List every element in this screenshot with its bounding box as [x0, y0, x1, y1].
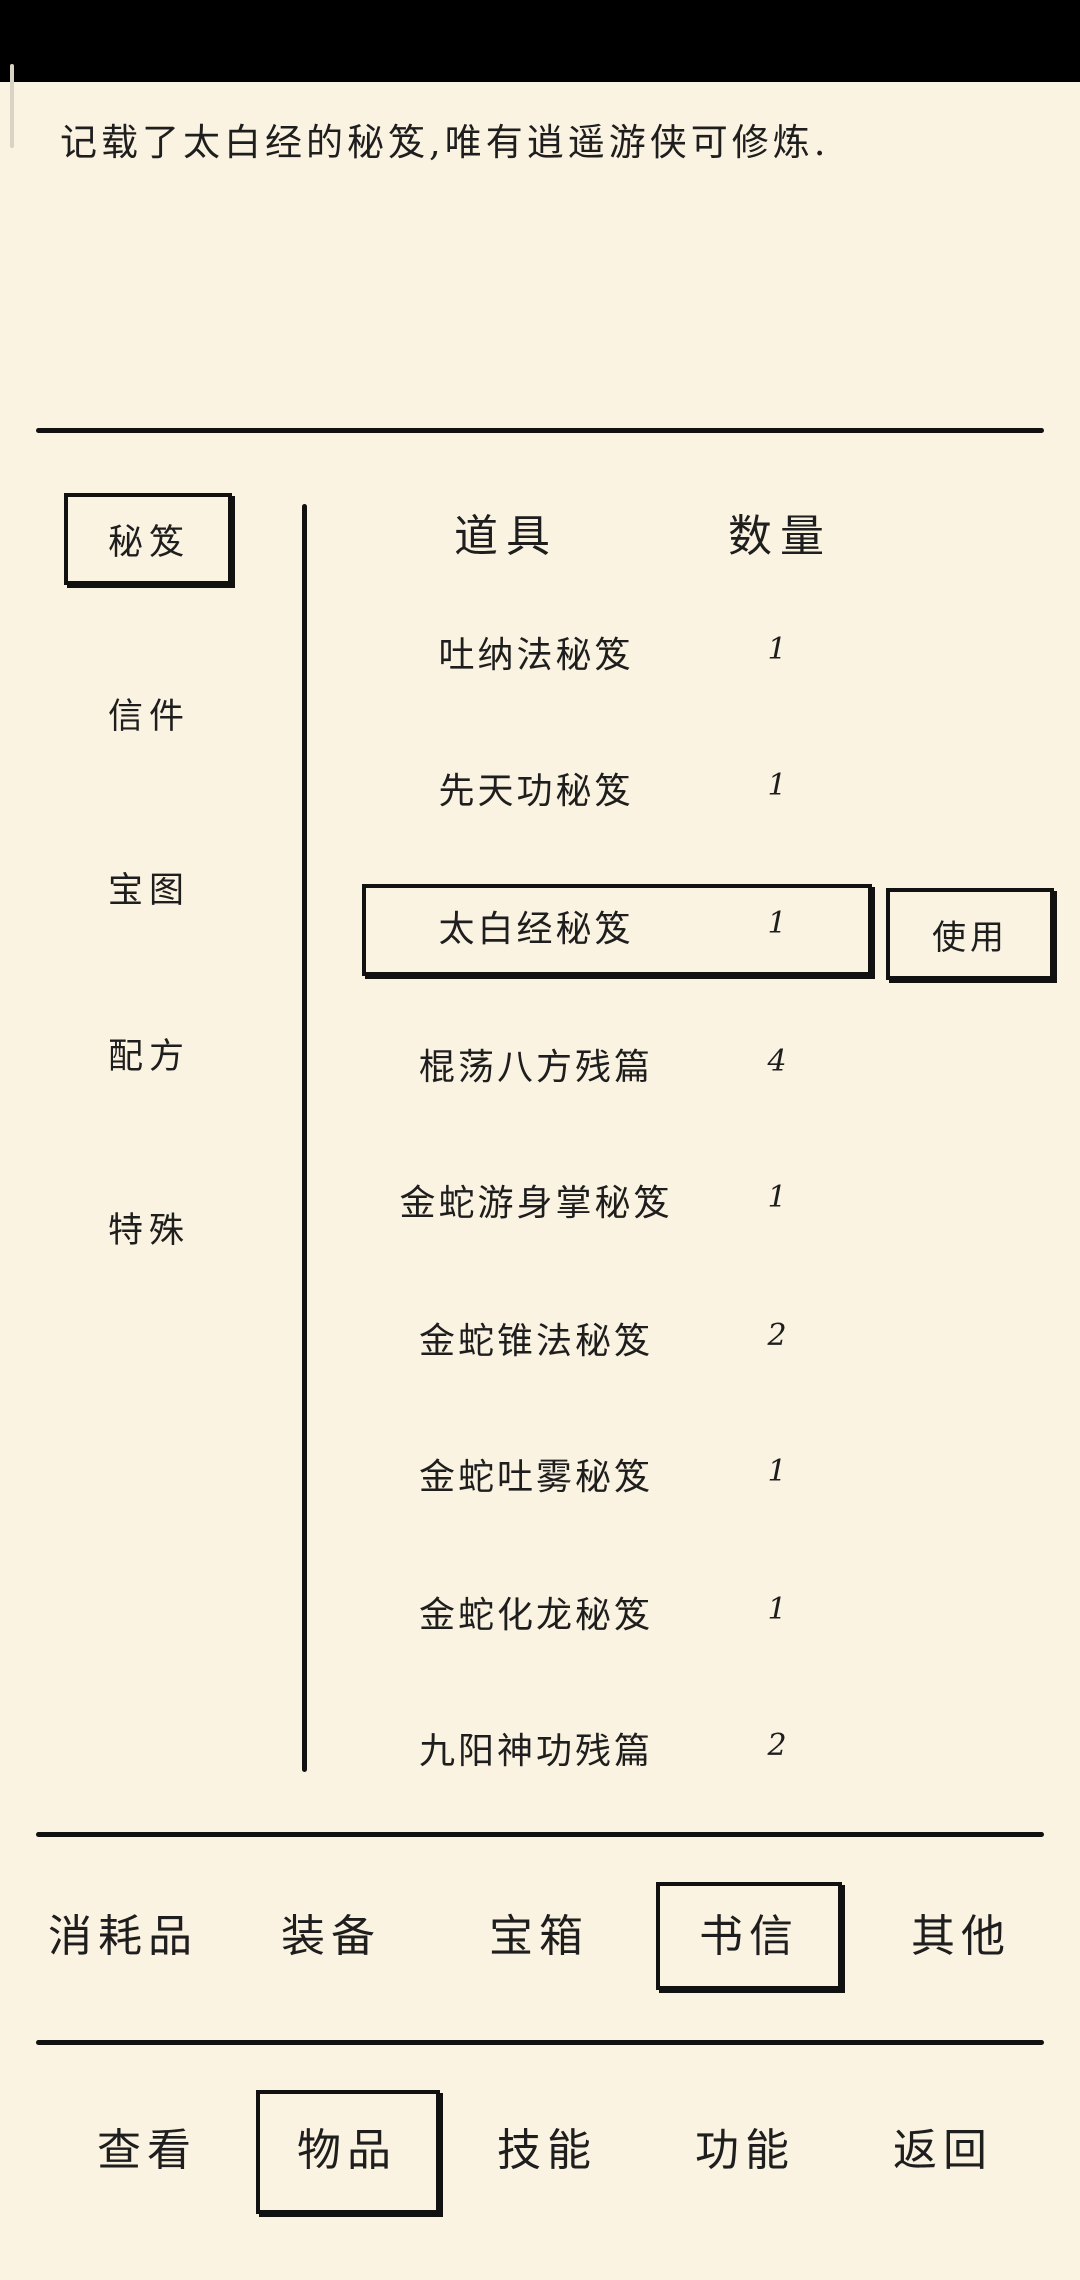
- column-header-item: 道具: [454, 511, 558, 562]
- list-item-qty: 2: [767, 1318, 787, 1353]
- selected-row-box: [362, 884, 872, 976]
- middle-divider: [36, 1832, 1044, 1837]
- nav-items[interactable]: 物品: [297, 2125, 397, 2176]
- category-recipes[interactable]: 配方: [107, 1037, 190, 1077]
- list-item-name[interactable]: 金蛇锥法秘笈: [418, 1321, 653, 1362]
- tab-consumables[interactable]: 消耗品: [48, 1911, 198, 1962]
- category-miji[interactable]: 秘笈: [107, 523, 190, 563]
- status-bar: [0, 0, 1080, 82]
- nav-view[interactable]: 查看: [97, 2125, 197, 2176]
- list-item-qty: 1: [767, 768, 787, 803]
- list-item-name[interactable]: 金蛇吐雾秘笈: [418, 1457, 653, 1498]
- list-item-qty: 1: [767, 1454, 787, 1489]
- item-tab-selected-box: [656, 1882, 842, 1990]
- list-item-qty: 4: [767, 1044, 787, 1079]
- use-button[interactable]: 使用: [886, 888, 1054, 980]
- nav-functions[interactable]: 功能: [695, 2125, 795, 2176]
- column-header-quantity: 数量: [728, 511, 832, 562]
- list-item-qty: 1: [767, 906, 787, 941]
- list-item-name[interactable]: 金蛇游身掌秘笈: [399, 1183, 673, 1224]
- category-selected-box: [64, 493, 232, 585]
- tab-other[interactable]: 其他: [911, 1911, 1011, 1962]
- nav-back[interactable]: 返回: [893, 2125, 993, 2176]
- list-item-name[interactable]: 九阳神功残篇: [418, 1731, 653, 1772]
- top-divider: [36, 428, 1044, 433]
- list-item-name[interactable]: 棍荡八方残篇: [418, 1047, 653, 1088]
- tab-chests[interactable]: 宝箱: [489, 1911, 589, 1962]
- item-description: 记载了太白经的秘笈,唯有逍遥游侠可修炼.: [60, 121, 830, 164]
- nav-skills[interactable]: 技能: [497, 2125, 597, 2176]
- list-item-qty: 1: [767, 1592, 787, 1627]
- category-treasure-maps[interactable]: 宝图: [107, 871, 190, 911]
- item-list[interactable]: 吐纳法秘笈 1 先天功秘笈 1 太白经秘笈 1 棍荡八方残篇 4 金蛇游身掌秘笈…: [320, 600, 1060, 1772]
- sidebar-divider: [302, 504, 307, 1772]
- nav-selected-box: [256, 2090, 440, 2214]
- list-item-name[interactable]: 金蛇化龙秘笈: [418, 1595, 653, 1636]
- tab-books-letters[interactable]: 书信: [699, 1911, 799, 1962]
- list-item-qty: 2: [767, 1728, 787, 1763]
- bottom-divider: [36, 2040, 1044, 2045]
- list-item-name[interactable]: 太白经秘笈: [438, 909, 634, 950]
- category-special[interactable]: 特殊: [107, 1211, 190, 1251]
- list-item-qty: 1: [767, 1180, 787, 1215]
- scroll-indicator: [10, 64, 14, 148]
- list-item-qty: 1: [767, 632, 787, 667]
- category-letters[interactable]: 信件: [107, 697, 190, 737]
- tab-equipment[interactable]: 装备: [281, 1911, 381, 1962]
- list-item-name[interactable]: 先天功秘笈: [438, 771, 634, 812]
- list-item-name[interactable]: 吐纳法秘笈: [438, 635, 634, 676]
